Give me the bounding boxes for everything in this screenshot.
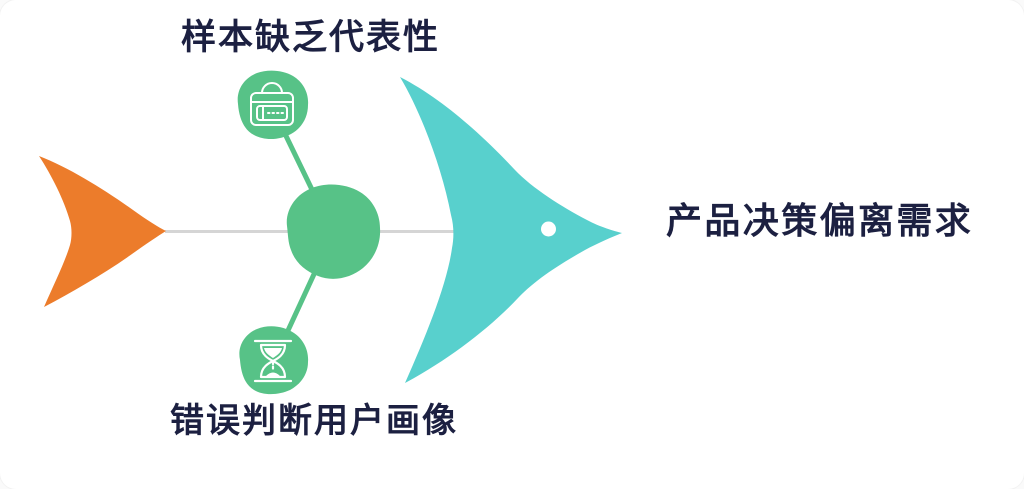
effect-label: 产品决策偏离需求: [666, 200, 974, 241]
fish-head-shape: [400, 77, 622, 383]
cause-label-bottom: 错误判断用户画像: [170, 402, 458, 440]
fish-eye: [541, 221, 556, 237]
center-node-blob: [286, 184, 381, 279]
top-node-blob: [237, 70, 309, 140]
fish-tail-shape: [39, 156, 166, 307]
cause-label-top: 样本缺乏代表性: [181, 18, 441, 57]
hourglass-icon: [253, 339, 293, 383]
id-badge-icon: [250, 82, 294, 126]
